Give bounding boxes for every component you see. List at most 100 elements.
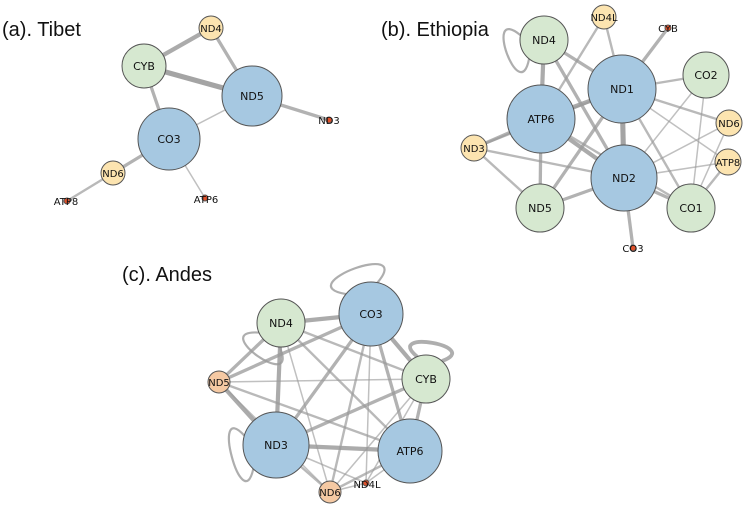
node-nd6: ND6 bbox=[100, 160, 126, 186]
node-label-atp6: ATP6 bbox=[527, 113, 554, 126]
self-loop-co3 bbox=[329, 262, 386, 296]
edge-nd5-atp6 bbox=[217, 380, 412, 453]
node-circle-atp8 bbox=[714, 148, 742, 176]
node-circle-nd6 bbox=[715, 109, 743, 137]
node-circle-co2 bbox=[682, 51, 730, 99]
node-circle-atp6 bbox=[377, 418, 443, 484]
node-label-co3: CO3 bbox=[622, 244, 643, 255]
node-circle-cyb bbox=[401, 354, 451, 404]
node-circle-nd6 bbox=[318, 480, 342, 504]
node-nd4l: ND4L bbox=[353, 479, 381, 491]
node-circle-nd3 bbox=[460, 134, 488, 162]
node-circle-nd3 bbox=[325, 116, 333, 124]
node-label-nd5: ND5 bbox=[528, 202, 552, 215]
node-circle-atp6 bbox=[506, 84, 576, 154]
node-label-nd4: ND4 bbox=[200, 24, 222, 35]
node-circle-nd4l bbox=[591, 4, 617, 30]
node-nd5: ND5 bbox=[207, 370, 231, 394]
self-loop-nd3 bbox=[227, 427, 255, 483]
panel-title-ethiopia: (b). Ethiopia bbox=[381, 19, 490, 41]
node-nd4: ND4 bbox=[519, 15, 569, 65]
node-nd4: ND4 bbox=[256, 298, 306, 348]
node-circle-co3 bbox=[137, 107, 201, 171]
node-label-co3: CO3 bbox=[157, 133, 180, 146]
node-circle-co3 bbox=[338, 281, 404, 347]
node-circle-nd6 bbox=[100, 160, 126, 186]
node-label-nd2: ND2 bbox=[612, 172, 636, 185]
node-cyb: CYB bbox=[401, 354, 451, 404]
self-loop-nd4 bbox=[242, 331, 284, 366]
panel-title-tibet: (a). Tibet bbox=[2, 19, 81, 41]
node-nd4l: ND4L bbox=[590, 4, 618, 30]
node-circle-nd5 bbox=[515, 183, 565, 233]
node-atp6: ATP6 bbox=[377, 418, 443, 484]
node-circle-cyb bbox=[664, 24, 672, 32]
node-label-atp6: ATP6 bbox=[396, 445, 423, 458]
node-label-nd6: ND6 bbox=[102, 169, 124, 180]
node-atp8: ATP8 bbox=[714, 148, 742, 176]
node-circle-atp6 bbox=[201, 194, 209, 202]
node-circle-co1 bbox=[666, 183, 716, 233]
edge-nd4-cyb bbox=[279, 321, 428, 381]
node-label-nd4: ND4 bbox=[269, 317, 293, 330]
node-nd5: ND5 bbox=[515, 183, 565, 233]
edge-cyb-nd6 bbox=[329, 378, 427, 493]
node-nd6: ND6 bbox=[715, 109, 743, 137]
node-circle-nd5 bbox=[207, 370, 231, 394]
node-circle-nd4 bbox=[198, 15, 224, 41]
node-label-cyb: CYB bbox=[133, 60, 155, 73]
node-circle-nd2 bbox=[590, 144, 658, 212]
node-label-nd3: ND3 bbox=[264, 439, 288, 452]
node-label-nd1: ND1 bbox=[610, 83, 634, 96]
node-label-co1: CO1 bbox=[679, 202, 702, 215]
node-nd5: ND5 bbox=[221, 65, 283, 127]
edge-nd5-cyb bbox=[218, 378, 427, 383]
node-circle-nd1 bbox=[587, 54, 657, 124]
node-nd3: ND3 bbox=[460, 134, 488, 162]
node-label-nd4l: ND4L bbox=[590, 13, 618, 24]
node-atp8: ATP8 bbox=[54, 197, 79, 208]
panel-title-andes: (c). Andes bbox=[122, 264, 212, 286]
node-cyb: CYB bbox=[121, 43, 167, 89]
node-circle-nd5 bbox=[221, 65, 283, 127]
node-co3: CO3 bbox=[137, 107, 201, 171]
node-nd4: ND4 bbox=[198, 15, 224, 41]
node-circle-co3 bbox=[629, 244, 637, 252]
node-label-nd4: ND4 bbox=[532, 34, 556, 47]
node-co2: CO2 bbox=[682, 51, 730, 99]
node-co1: CO1 bbox=[666, 183, 716, 233]
node-label-cyb: CYB bbox=[415, 373, 437, 386]
node-label-nd4l: ND4L bbox=[353, 480, 381, 491]
node-label-nd6: ND6 bbox=[319, 488, 341, 499]
node-circle-nd4 bbox=[519, 15, 569, 65]
node-label-cyb: CYB bbox=[658, 24, 678, 35]
node-label-co3: CO3 bbox=[359, 308, 382, 321]
node-nd1: ND1 bbox=[587, 54, 657, 124]
node-label-nd5: ND5 bbox=[240, 90, 264, 103]
node-label-nd3: ND3 bbox=[318, 116, 340, 127]
node-circle-nd3 bbox=[242, 411, 310, 479]
node-label-atp8: ATP8 bbox=[54, 197, 79, 208]
node-co3: CO3 bbox=[338, 281, 404, 347]
node-co3: CO3 bbox=[622, 244, 643, 255]
node-nd6: ND6 bbox=[318, 480, 342, 504]
node-label-atp8: ATP8 bbox=[716, 158, 741, 169]
node-label-nd6: ND6 bbox=[718, 119, 740, 130]
node-atp6: ATP6 bbox=[194, 194, 219, 206]
self-loop-nd4 bbox=[502, 28, 531, 74]
node-circle-cyb bbox=[121, 43, 167, 89]
node-atp6: ATP6 bbox=[506, 84, 576, 154]
node-circle-atp8 bbox=[63, 197, 71, 205]
node-nd2: ND2 bbox=[590, 144, 658, 212]
node-label-atp6: ATP6 bbox=[194, 195, 219, 206]
node-nd3: ND3 bbox=[318, 116, 340, 127]
node-circle-nd4l bbox=[362, 479, 370, 487]
node-label-nd5: ND5 bbox=[208, 378, 230, 389]
node-label-nd3: ND3 bbox=[463, 144, 485, 155]
self-loop-cyb bbox=[408, 340, 454, 363]
node-label-co2: CO2 bbox=[694, 69, 717, 82]
